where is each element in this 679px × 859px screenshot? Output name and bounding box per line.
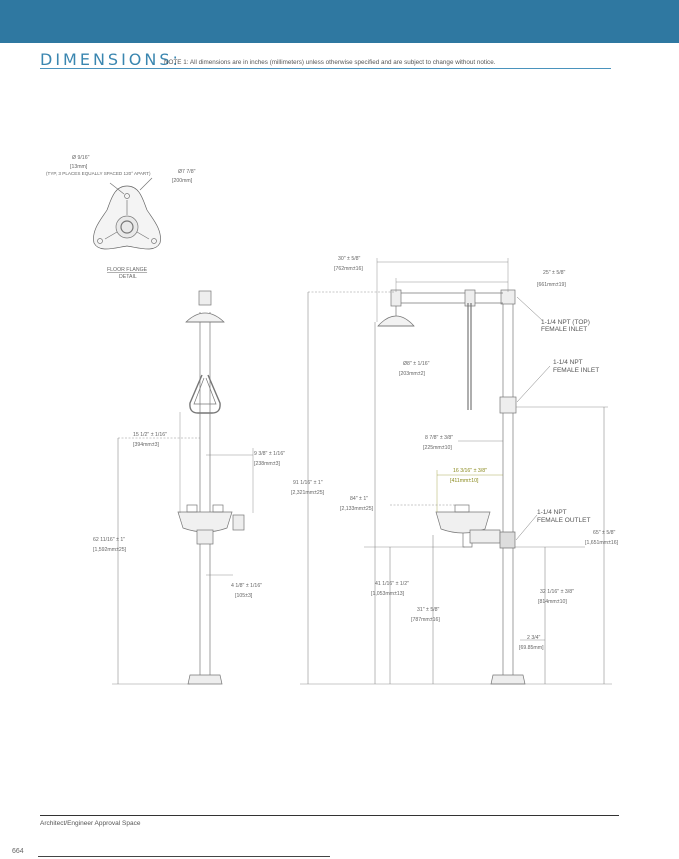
dim-9-mm: [238mm±3] — [254, 461, 280, 467]
dim-9-in: 9 3/8" ± 1/16" — [254, 451, 285, 457]
dim-32-in: 32 1/16" ± 3/8" — [540, 589, 574, 595]
flange-labels: Ø 9/16" [13mm] (TYP, 3 PLACES EQUALLY SP… — [46, 155, 196, 280]
dim-30-in: 30" ± 5/8" — [338, 256, 361, 262]
right-view-labels: 30" ± 5/8" [762mm±16] 25" ± 5/8" [661mm±… — [291, 256, 619, 651]
callout-top-inlet-2: FEMALE INLET — [541, 326, 587, 333]
callout-mid-inlet-2: FEMALE INLET — [553, 367, 599, 374]
dim-62-in: 62 11/16" ± 1" — [93, 537, 125, 543]
footer-rule — [38, 856, 330, 857]
dim-25-mm: [661mm±19] — [537, 282, 566, 288]
callout-outlet-2: FEMALE OUTLET — [537, 517, 590, 524]
dim-91-mm: [2,321mm±25] — [291, 490, 325, 496]
dim-8dia-in: Ø8" ± 1/16" — [403, 361, 430, 367]
callout-mid-inlet: 1-1/4 NPT — [553, 359, 583, 366]
floor-flange-detail — [93, 177, 161, 250]
dim-65-in: 65" ± 5/8" — [593, 530, 616, 536]
header-bar — [0, 0, 679, 43]
flange-caption: FLOOR FLANGE — [107, 267, 148, 273]
flange-hole-dia: Ø 9/16" — [72, 155, 90, 161]
title-rule — [40, 68, 611, 69]
callout-outlet: 1-1/4 NPT — [537, 509, 567, 516]
left-elevation-view — [112, 290, 254, 685]
dim-30-mm: [762mm±16] — [334, 266, 363, 272]
dim-84-mm: [2,133mm±25] — [340, 506, 374, 512]
dim-8-7-mm: [225mm±10] — [423, 445, 452, 451]
flange-dia-mm: [200mm] — [172, 178, 193, 184]
dim-31-in: 31" ± 5/8" — [417, 607, 440, 613]
dim-4-mm: [105±3] — [235, 593, 253, 599]
approval-rule — [40, 815, 619, 816]
flange-caption-detail: DETAIL — [119, 274, 137, 280]
dim-15-mm: [394mm±3] — [133, 442, 159, 448]
left-view-labels: 15 1/2" ± 1/16" [394mm±3] 9 3/8" ± 1/16"… — [93, 432, 285, 599]
dim-91-in: 91 1/16" ± 1" — [293, 480, 323, 486]
dim-41-in: 41 1/16" ± 1/2" — [375, 581, 409, 587]
dim-65-mm: [1,651mm±16] — [585, 540, 619, 546]
dim-25-in: 25" ± 5/8" — [543, 270, 566, 276]
page-number: 664 — [12, 848, 24, 855]
dim-31-mm: [787mm±16] — [411, 617, 440, 623]
dim-8-7-in: 8 7/8" ± 3/8" — [425, 435, 453, 441]
dimension-note: NOTE 1: All dimensions are in inches (mi… — [164, 59, 496, 66]
dim-16-in: 16 3/16" ± 3/8" — [453, 468, 487, 474]
dim-8dia-mm: [203mm±2] — [399, 371, 425, 377]
right-elevation-view — [300, 258, 612, 685]
dim-41-mm: [1,053mm±13] — [371, 591, 405, 597]
dim-2-in: 2 3/4" — [527, 635, 541, 641]
page-title: DIMENSIONS: — [40, 50, 181, 69]
dim-32-mm: [814mm±10] — [538, 599, 567, 605]
dim-2-mm: [69.85mm] — [519, 645, 544, 651]
approval-space-label: Architect/Engineer Approval Space — [40, 820, 141, 827]
flange-hole-mm: [13mm] — [70, 164, 88, 170]
dim-15-in: 15 1/2" ± 1/16" — [133, 432, 167, 438]
callout-top-inlet: 1-1/4 NPT (TOP) — [541, 319, 590, 326]
flange-hole-note: (TYP, 3 PLACES EQUALLY SPACED 120° APART… — [46, 171, 151, 176]
dim-62-mm: [1,592mm±25] — [93, 547, 127, 553]
dim-84-in: 84" ± 1" — [350, 496, 368, 502]
flange-dia: Ø7 7/8" — [178, 169, 196, 175]
dim-16-mm: [411mm±10] — [450, 478, 479, 484]
dim-4-in: 4 1/8" ± 1/16" — [231, 583, 262, 589]
